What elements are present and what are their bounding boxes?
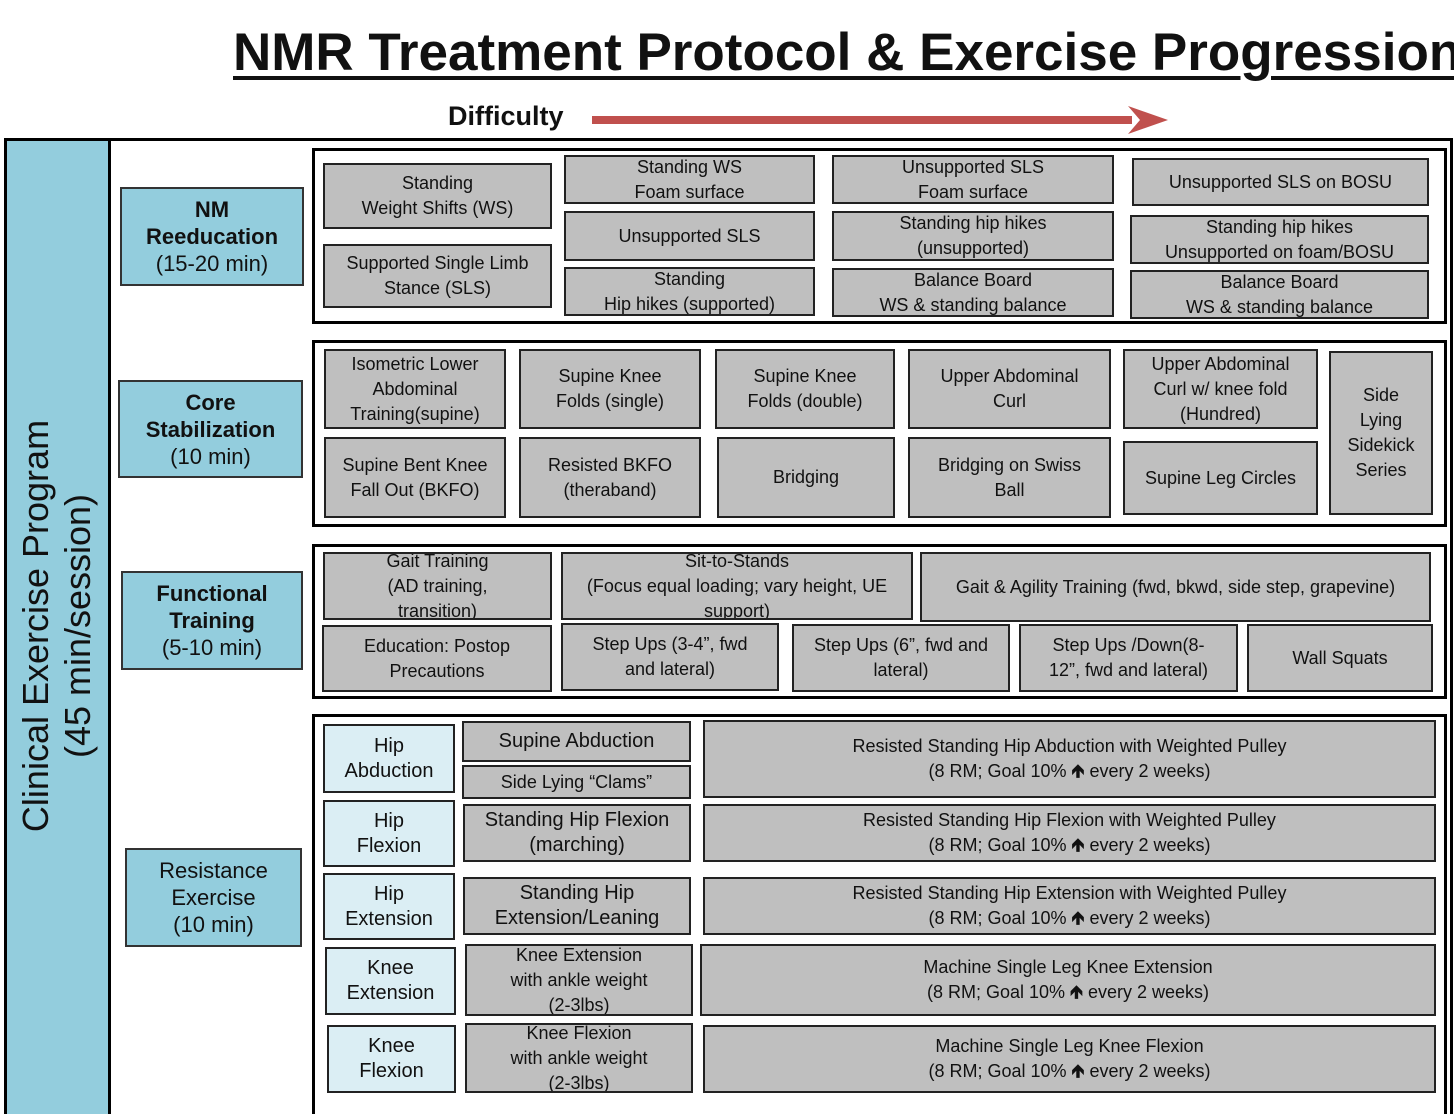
exercise-cell-advanced: Machine Single Leg Knee Extension (8 RM;… [700,944,1436,1016]
category-name: NM [194,197,230,222]
exercise-name: Machine Single Leg Knee Extension [923,957,1213,977]
exercise-name: Machine Single Leg Knee Flexion [935,1036,1204,1056]
resistance-muscle-group: Hip Abduction [323,724,455,793]
exercise-cell: Supine Bent Knee Fall Out (BKFO) [324,437,506,518]
category-nm-reeducation: NM Reeducation (15-20 min) [120,187,304,286]
exercise-cell: Knee Extension with ankle weight (2-3lbs… [465,944,693,1016]
exercise-cell: Balance Board WS & standing balance [832,268,1114,317]
exercise-cell: Bridging [717,437,895,518]
program-duration: (45 min/session) [57,493,99,759]
program-name: Clinical Exercise Program [15,419,57,833]
exercise-dosage: (8 RM; Goal 10% 🡹 every 2 weeks) [926,982,1210,1002]
exercise-cell: Unsupported SLS on BOSU [1132,158,1429,206]
exercise-cell: Step Ups (6”, fwd and lateral) [792,624,1010,692]
exercise-cell: Standing Hip Flexion (marching) [463,804,691,862]
resistance-muscle-group: Hip Flexion [323,800,455,867]
exercise-cell: Upper Abdominal Curl w/ knee fold (Hundr… [1123,349,1318,429]
arrow-up-icon: 🡹 [1071,1061,1085,1081]
exercise-dosage: (8 RM; Goal 10% 🡹 every 2 weeks) [928,835,1211,855]
exercise-cell-advanced: Machine Single Leg Knee Flexion (8 RM; G… [703,1025,1436,1093]
program-sidebar-label: Clinical Exercise Program(45 min/session… [4,138,111,1114]
exercise-cell-advanced: Resisted Standing Hip Abduction with Wei… [703,720,1436,798]
exercise-cell: Bridging on Swiss Ball [908,437,1111,518]
exercise-cell: Sit-to-Stands (Focus equal loading; vary… [561,552,913,620]
category-name: Stabilization [145,416,276,442]
category-core-stabilization: Core Stabilization (10 min) [118,380,303,478]
exercise-cell: Knee Flexion with ankle weight (2-3lbs) [465,1023,693,1093]
exercise-cell: Step Ups (3-4”, fwd and lateral) [561,623,779,691]
category-time: (5-10 min) [161,635,263,660]
exercise-cell: Unsupported SLS [564,211,815,261]
category-functional-training: Functional Training (5-10 min) [121,571,303,670]
arrow-up-icon: 🡹 [1071,908,1085,928]
resistance-muscle-group: Knee Extension [325,947,456,1015]
exercise-cell: Standing WS Foam surface [564,155,815,204]
exercise-dosage: (8 RM; Goal 10% 🡹 every 2 weeks) [928,761,1211,781]
exercise-cell: Standing hip hikes (unsupported) [832,211,1114,261]
category-resistance-exercise: Resistance Exercise (10 min) [125,848,302,947]
exercise-cell: Side Lying “Clams” [462,765,691,799]
resistance-muscle-group: Hip Extension [323,873,455,940]
category-name: Functional [156,581,268,606]
category-time: (10 min) [170,443,251,469]
exercise-cell: Supine Abduction [462,721,691,762]
program-sidebar [4,138,111,1114]
exercise-cell: Isometric Lower Abdominal Training(supin… [324,349,506,429]
exercise-name: Resisted Standing Hip Flexion with Weigh… [863,810,1276,830]
exercise-cell-advanced: Resisted Standing Hip Extension with Wei… [703,877,1436,935]
exercise-name: Resisted Standing Hip Abduction with Wei… [852,736,1287,756]
resistance-muscle-group: Knee Flexion [327,1025,456,1093]
exercise-cell-advanced: Resisted Standing Hip Flexion with Weigh… [703,804,1436,862]
exercise-cell: Upper Abdominal Curl [908,349,1111,429]
arrow-up-icon: 🡹 [1070,982,1083,1002]
exercise-cell: Wall Squats [1247,624,1433,692]
exercise-cell: Standing Hip Extension/Leaning [463,877,691,935]
exercise-cell: Resisted BKFO (theraband) [519,437,701,518]
exercise-cell: Gait Training (AD training, transition) [323,552,552,620]
exercise-cell: Standing hip hikes Unsupported on foam/B… [1130,215,1429,264]
category-time: (10 min) [173,912,254,937]
exercise-cell: Standing Weight Shifts (WS) [323,163,552,229]
exercise-name: Resisted Standing Hip Extension with Wei… [852,883,1287,903]
exercise-cell: Supported Single Limb Stance (SLS) [323,244,552,308]
exercise-cell: Unsupported SLS Foam surface [832,155,1114,204]
exercise-dosage: (8 RM; Goal 10% 🡹 every 2 weeks) [928,1061,1211,1081]
category-time: (15-20 min) [155,251,269,276]
arrow-up-icon: 🡹 [1071,835,1085,855]
exercise-cell: Step Ups /Down(8- 12”, fwd and lateral) [1019,624,1238,692]
exercise-cell: Supine Knee Folds (single) [519,349,701,429]
exercise-cell: Standing Hip hikes (supported) [564,267,815,316]
exercise-dosage: (8 RM; Goal 10% 🡹 every 2 weeks) [928,908,1211,928]
exercise-cell: Side Lying Sidekick Series [1329,351,1433,515]
category-name: Exercise [171,885,256,910]
category-name: Training [169,608,255,633]
page-title: NMR Treatment Protocol & Exercise Progre… [233,23,1454,82]
exercise-cell: Education: Postop Precautions [322,625,552,692]
exercise-cell: Balance Board WS & standing balance [1130,270,1429,319]
difficulty-label: Difficulty [448,101,564,131]
category-name: Reeducation [145,224,279,249]
arrow-up-icon: 🡹 [1071,761,1085,781]
exercise-cell: Supine Knee Folds (double) [715,349,895,429]
difficulty-arrow-icon [592,106,1168,134]
category-name: Core [185,389,236,415]
category-name: Resistance [159,858,268,883]
exercise-cell: Supine Leg Circles [1123,441,1318,515]
exercise-cell: Gait & Agility Training (fwd, bkwd, side… [920,552,1431,622]
